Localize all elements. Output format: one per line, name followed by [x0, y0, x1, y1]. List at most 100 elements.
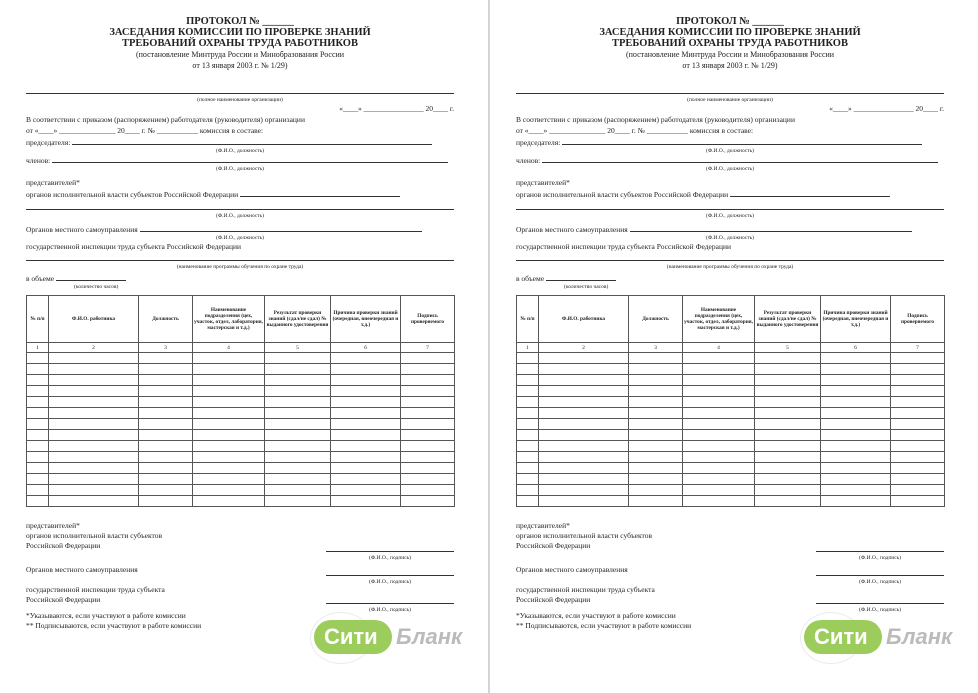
footer-local: Органов местного самоуправления: [26, 565, 138, 574]
table-cell: [26, 363, 49, 375]
table-cell: [682, 385, 755, 397]
chairman-line: председателя:: [516, 137, 944, 148]
program-line: [516, 253, 944, 264]
volume-label: в объеме: [26, 274, 55, 283]
form-subtitle-1: ЗАСЕДАНИЯ КОМИССИИ ПО ПРОВЕРКЕ ЗНАНИЙ: [599, 27, 861, 38]
table-cell: [516, 385, 539, 397]
table-cell: [26, 396, 49, 408]
table-row: [516, 374, 945, 386]
table-row: [516, 396, 945, 408]
table-row: [26, 462, 455, 474]
table-cell: [682, 418, 755, 430]
table-cell: [26, 385, 49, 397]
table-cell: [538, 374, 629, 386]
column-number: 6: [820, 342, 891, 353]
table-cell: [890, 451, 945, 463]
table-row: [26, 407, 455, 419]
table-cell: [400, 385, 455, 397]
insp-signature-caption: (Ф.И.О., подпись): [369, 607, 411, 613]
table-cell: [820, 385, 891, 397]
table-cell: [192, 363, 265, 375]
column-number: 4: [192, 342, 265, 353]
table-cell: [48, 396, 139, 408]
column-number: 1: [516, 342, 539, 353]
watermark-part1: Сити: [324, 624, 378, 649]
watermark-part2: Бланк: [886, 624, 953, 649]
table-cell: [26, 440, 49, 452]
table-row: [516, 440, 945, 452]
table-cell: [682, 352, 755, 364]
table-cell: [754, 484, 821, 496]
table-cell: [682, 495, 755, 507]
watermark-part2: Бланк: [396, 624, 463, 649]
table-header-row: № п/п Ф.И.О. работника Должность Наимено…: [26, 295, 455, 343]
table-cell: [48, 418, 139, 430]
table-cell: [264, 385, 331, 397]
table-cell: [516, 352, 539, 364]
org-name-caption: (полное наименование организации): [197, 97, 283, 103]
table-row: [26, 440, 455, 452]
table-row: [516, 385, 945, 397]
chairman-caption: (Ф.И.О., должность): [215, 148, 265, 154]
table-cell: [628, 396, 683, 408]
column-number: 3: [628, 342, 683, 353]
table-cell: [26, 462, 49, 474]
table-cell: [26, 407, 49, 419]
table-cell: [330, 374, 401, 386]
chairman-line: председателя:: [26, 137, 454, 148]
table-cell: [820, 484, 891, 496]
form-content: ПРОТОКОЛ № ______ ЗАСЕДАНИЯ КОМИССИИ ПО …: [516, 16, 945, 639]
table-cell: [754, 407, 821, 419]
table-cell: [192, 440, 265, 452]
table-cell: [890, 396, 945, 408]
table-cell: [682, 429, 755, 441]
table-cell: [890, 374, 945, 386]
table-cell: [48, 484, 139, 496]
table-cell: [682, 451, 755, 463]
table-cell: [264, 429, 331, 441]
table-cell: [26, 374, 49, 386]
members-caption: (Ф.И.О., должность): [215, 166, 265, 172]
table-header: № п/п: [26, 295, 49, 343]
column-number: 2: [48, 342, 139, 353]
chairman-label: председателя:: [516, 138, 561, 147]
table-cell: [26, 429, 49, 441]
table-cell: [192, 484, 265, 496]
table-cell: [48, 385, 139, 397]
table-cell: [890, 473, 945, 485]
form-title: ПРОТОКОЛ № ______: [186, 16, 294, 27]
table-cell: [516, 484, 539, 496]
order-text: В соответствии с приказом (распоряжением…: [26, 115, 305, 124]
table-cell: [264, 396, 331, 408]
table-cell: [138, 451, 193, 463]
table-cell: [628, 440, 683, 452]
local-signature-line: [326, 575, 454, 576]
table-cell: [538, 407, 629, 419]
table-cell: [400, 396, 455, 408]
footer-exec-1: органов исполнительной власти субъектов: [26, 531, 163, 540]
table-cell: [48, 363, 139, 375]
table-cell: [330, 396, 401, 408]
table-cell: [628, 374, 683, 386]
form-content: ПРОТОКОЛ № ______ ЗАСЕДАНИЯ КОМИССИИ ПО …: [26, 16, 455, 639]
table-cell: [754, 396, 821, 408]
table-cell: [890, 352, 945, 364]
table-cell: [682, 363, 755, 375]
exec-org-label: органов исполнительной власти субъектов …: [516, 190, 729, 199]
local-gov-label: Органов местного самоуправления: [516, 225, 628, 234]
table-cell: [264, 374, 331, 386]
table-row: [516, 484, 945, 496]
table-cell: [264, 352, 331, 364]
hours-caption: (количество часов): [564, 284, 609, 290]
org-name-line: [26, 86, 454, 97]
table-row: [26, 363, 455, 375]
table-cell: [138, 385, 193, 397]
members-line: членов:: [26, 155, 454, 166]
table-cell: [890, 407, 945, 419]
members-label: членов:: [516, 156, 541, 165]
program-caption: (наименование программы обучения по охра…: [176, 264, 304, 270]
table-cell: [138, 374, 193, 386]
table-cell: [682, 473, 755, 485]
table-cell: [820, 396, 891, 408]
table-row: [26, 484, 455, 496]
